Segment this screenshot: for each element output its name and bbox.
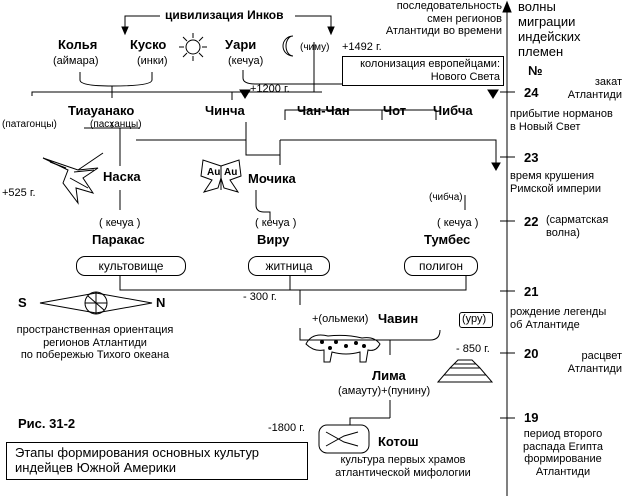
lima-date: - 850 г. <box>456 343 490 355</box>
wave-note: время крушения Римской империи <box>510 170 601 195</box>
kotosh-node: Котош <box>378 434 419 449</box>
tiauanako-node: Тиауанако <box>68 103 135 118</box>
granary-pill: житница <box>248 256 330 276</box>
figure-caption-box: Этапы формирования основных культур инде… <box>6 442 308 480</box>
mochica-node: Мочика <box>248 171 296 186</box>
compass-north: N <box>156 295 166 310</box>
wave-note: (сарматская волна) <box>546 214 609 239</box>
wave-note: расцвет Атлантиди <box>567 350 622 375</box>
pyramid-icon <box>436 359 494 383</box>
kusko-node: Куско <box>130 37 167 52</box>
paracas-node: Паракас <box>92 232 145 247</box>
wave-note: закат Атлантиди <box>567 76 622 101</box>
kolya-node: Колья <box>58 37 98 52</box>
patagontsy-label: (патагонцы) <box>2 119 57 130</box>
sun-icon <box>179 33 207 61</box>
viru-people: ( кечуа ) <box>255 217 297 229</box>
compass-caption: пространственная ориентация регионов Атл… <box>16 324 174 362</box>
lima-node: Лима <box>372 368 406 383</box>
lima-people: (амауту)+(пунину) <box>338 385 431 397</box>
hummingbird-geoglyph-icon <box>42 152 104 205</box>
cult-site-pill: культовище <box>76 256 186 276</box>
crossed-hands-icon <box>318 424 370 454</box>
figure-label: Рис. 31-2 <box>18 416 76 431</box>
chibcha-people: (чибча) <box>429 192 463 203</box>
inca-civilization-label: цивилизация Инков <box>165 8 284 22</box>
uari-node: Уари <box>225 37 257 52</box>
compass-icon <box>39 291 153 315</box>
colonization-label: колонизация европейцами: Нового Света <box>360 58 500 83</box>
wave-number: 21 <box>524 284 539 299</box>
date-1492: +1492 г. <box>342 41 382 53</box>
sequence-title: последовательность смен регионов Атланти… <box>385 0 502 38</box>
moon-icon <box>282 35 294 57</box>
uru-label: (уру) <box>462 313 487 325</box>
uari-people: (кечуа) <box>228 55 264 67</box>
nazca-node: Наска <box>103 169 141 184</box>
kotosh-caption: культура первых храмов атлантической миф… <box>335 454 471 479</box>
polygon-pill: полигон <box>404 256 478 276</box>
butterfly-icon <box>200 159 242 193</box>
nazca-date: +525 г. <box>2 187 36 199</box>
wave-number: 23 <box>524 150 539 165</box>
chot-node: Чот <box>383 103 407 118</box>
gold-symbol-right: Au <box>224 167 238 178</box>
number-sign: № <box>528 63 543 78</box>
uru-box: (уру) <box>459 312 493 328</box>
kolya-people: (аймара) <box>53 55 99 67</box>
colonization-box: колонизация европейцами: Нового Света <box>342 56 504 86</box>
kusko-people: (инки) <box>137 55 168 67</box>
waves-title: волны миграции индейских племен <box>518 0 581 59</box>
chimu-people: (чиму) <box>300 42 330 53</box>
wave-number: 20 <box>524 346 539 361</box>
tumbes-people: ( кечуа ) <box>437 217 479 229</box>
chincha-node: Чинча <box>205 103 245 118</box>
figure-caption: Этапы формирования основных культур инде… <box>15 445 260 475</box>
wave-number: 24 <box>524 85 539 100</box>
tumbes-node: Тумбес <box>424 232 471 247</box>
chan-chan-node: Чан-Чан <box>297 103 350 118</box>
chibcha-node: Чибча <box>433 103 473 118</box>
paskhantsy-label: (пасханцы) <box>90 119 142 130</box>
wave-number: 22 <box>524 214 539 229</box>
date-1200: +1200 г. <box>250 83 290 95</box>
gold-symbol-left: Au <box>207 167 221 178</box>
wave-note: период второго распада Египта формирован… <box>523 428 603 478</box>
wave-note: рождение легенды об Атлантиде <box>510 306 607 331</box>
paracas-people: ( кечуа ) <box>99 217 141 229</box>
olmecs-label: +(ольмеки) <box>312 313 369 325</box>
date-minus-300: - 300 г. <box>243 291 277 303</box>
wave-number: 19 <box>524 410 539 425</box>
kotosh-date: -1800 г. <box>268 422 305 434</box>
viru-node: Виру <box>257 232 290 247</box>
jaguar-icon <box>305 334 381 363</box>
compass-south: S <box>18 295 27 310</box>
wave-note: прибытие норманов в Новый Свет <box>510 108 613 133</box>
chavin-node: Чавин <box>378 311 419 326</box>
